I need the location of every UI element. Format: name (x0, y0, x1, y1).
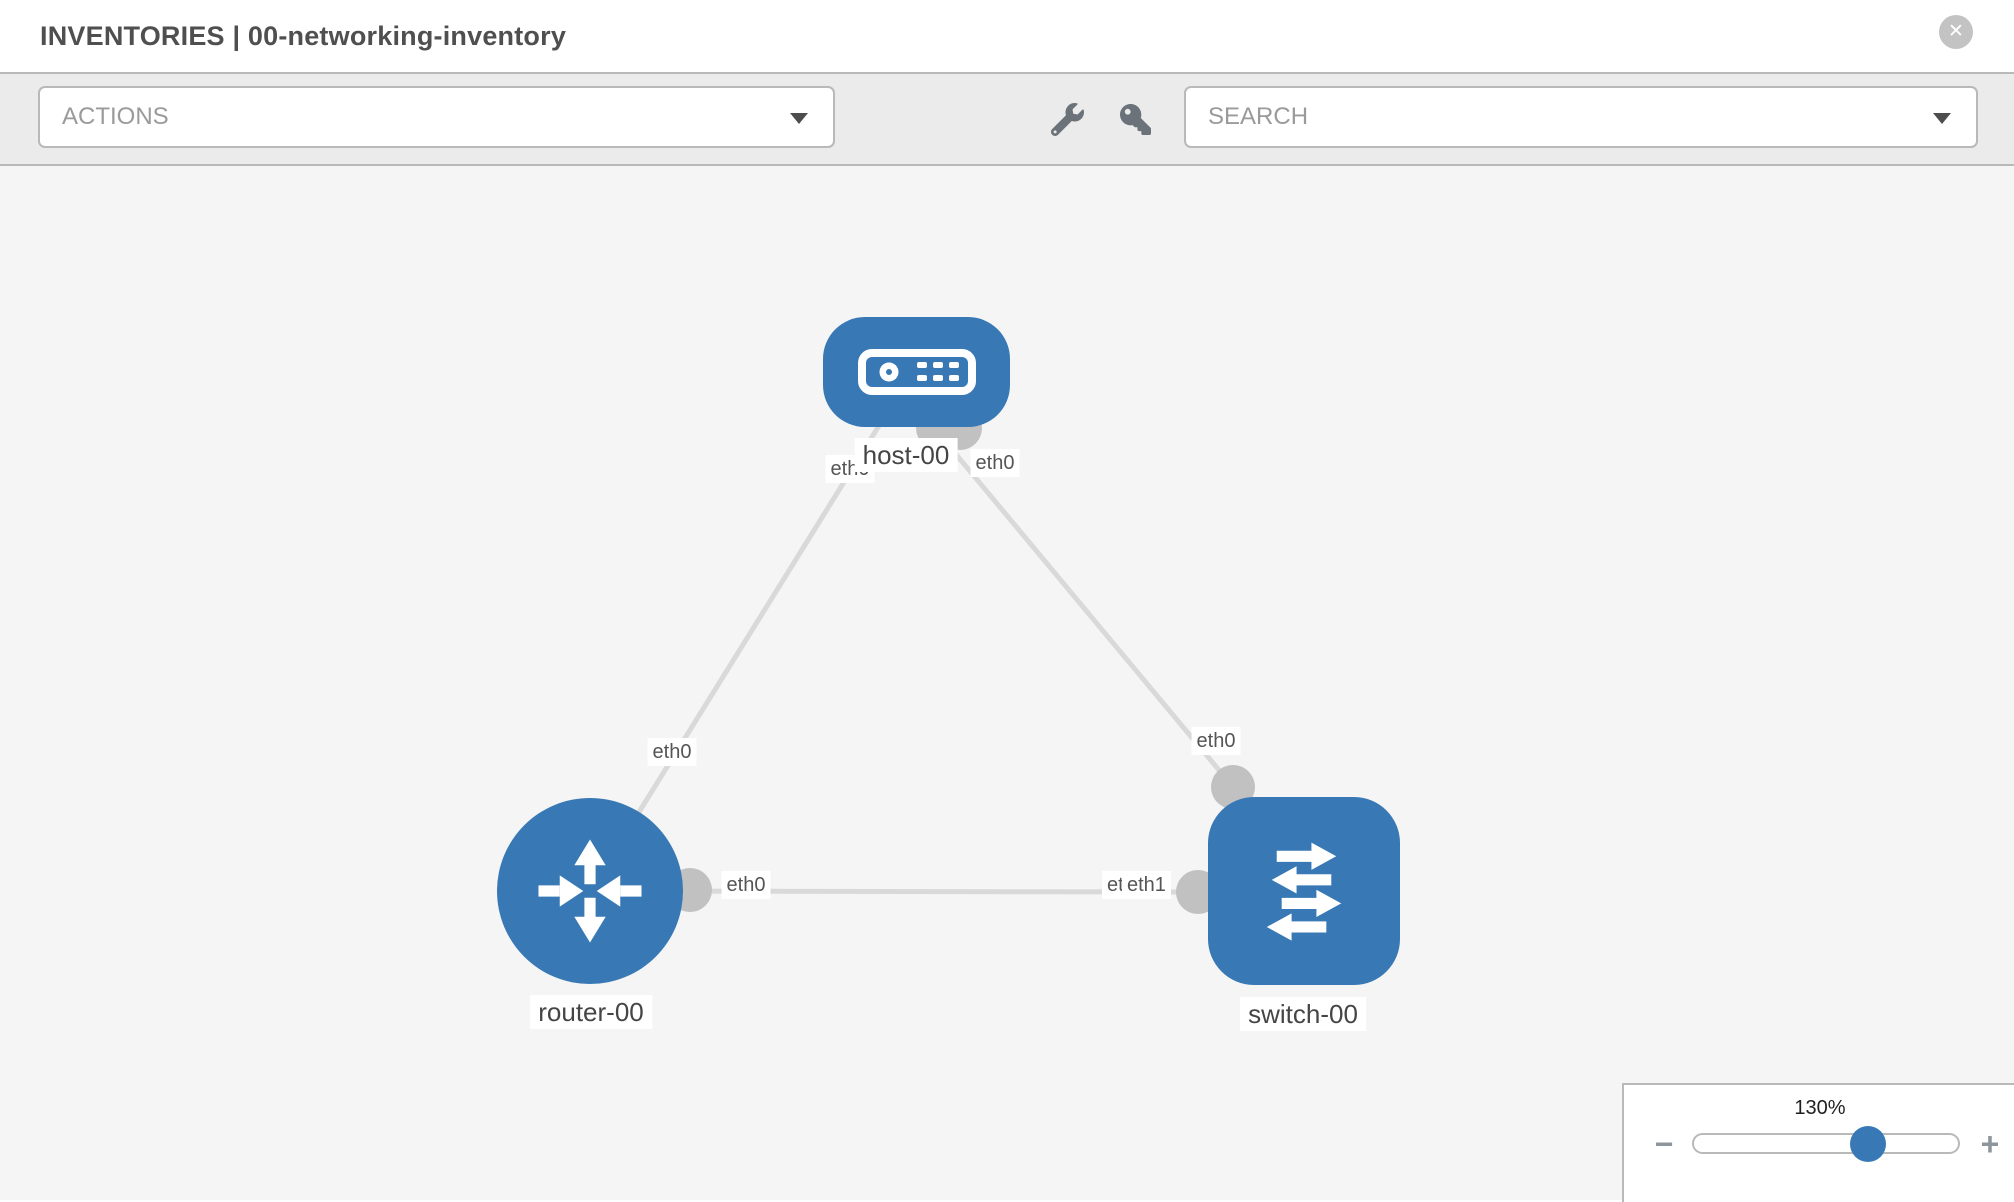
node-router[interactable] (497, 798, 683, 984)
close-icon[interactable]: ✕ (1939, 15, 1973, 49)
if-label-router-eth0-link3: eth0 (721, 871, 771, 899)
node-label-switch: switch-00 (1240, 997, 1366, 1031)
node-host[interactable] (823, 317, 1010, 427)
search-dropdown-label: SEARCH (1208, 103, 1309, 130)
zoom-panel: 130% − + (1622, 1083, 2014, 1202)
key-icon[interactable] (1114, 74, 1156, 164)
wrench-icon-glyph (1050, 102, 1084, 136)
zoom-out-button[interactable]: − (1654, 1126, 1674, 1162)
actions-dropdown[interactable]: ACTIONS (38, 86, 835, 148)
switch-icon (1266, 842, 1342, 941)
wrench-icon[interactable] (1046, 74, 1088, 164)
if-label-switch-eth1-link3: eth1 (1122, 871, 1171, 899)
zoom-slider-track[interactable] (1692, 1126, 1960, 1162)
chevron-down-icon (1933, 113, 1951, 124)
host-icon (857, 349, 976, 395)
page-title: INVENTORIES | 00-networking-inventory (40, 21, 567, 51)
topology-canvas[interactable]: eth0 eth0 eth0 eth0 eth0 eth0 eth1 host-… (0, 166, 2014, 1202)
link-host-switch (932, 426, 1235, 789)
node-switch[interactable] (1208, 797, 1400, 985)
toolbar: ACTIONS SEARCH (0, 74, 2014, 166)
zoom-level-value: 130% (1794, 1097, 1846, 1119)
zoom-slider-thumb[interactable] (1850, 1126, 1886, 1162)
chevron-down-icon (790, 113, 808, 124)
link-router-host (587, 406, 893, 893)
if-label-switch-eth0-link2: eth0 (1191, 727, 1241, 755)
node-label-host: host-00 (854, 438, 958, 472)
topology-graph (587, 406, 1255, 914)
if-label-host-eth0-link2: eth0 (970, 449, 1020, 477)
zoom-in-button[interactable]: + (1980, 1126, 2000, 1162)
page-header: INVENTORIES | 00-networking-inventory ✕ (0, 0, 2014, 74)
if-label-host-eth0-link1: eth0 (825, 455, 875, 483)
node-label-router: router-00 (530, 995, 652, 1029)
key-icon-glyph (1119, 103, 1151, 135)
router-icon (538, 839, 642, 943)
actions-dropdown-label: ACTIONS (62, 103, 169, 130)
if-label-router-eth0-link1: eth0 (647, 738, 697, 766)
search-dropdown[interactable]: SEARCH (1184, 86, 1978, 148)
